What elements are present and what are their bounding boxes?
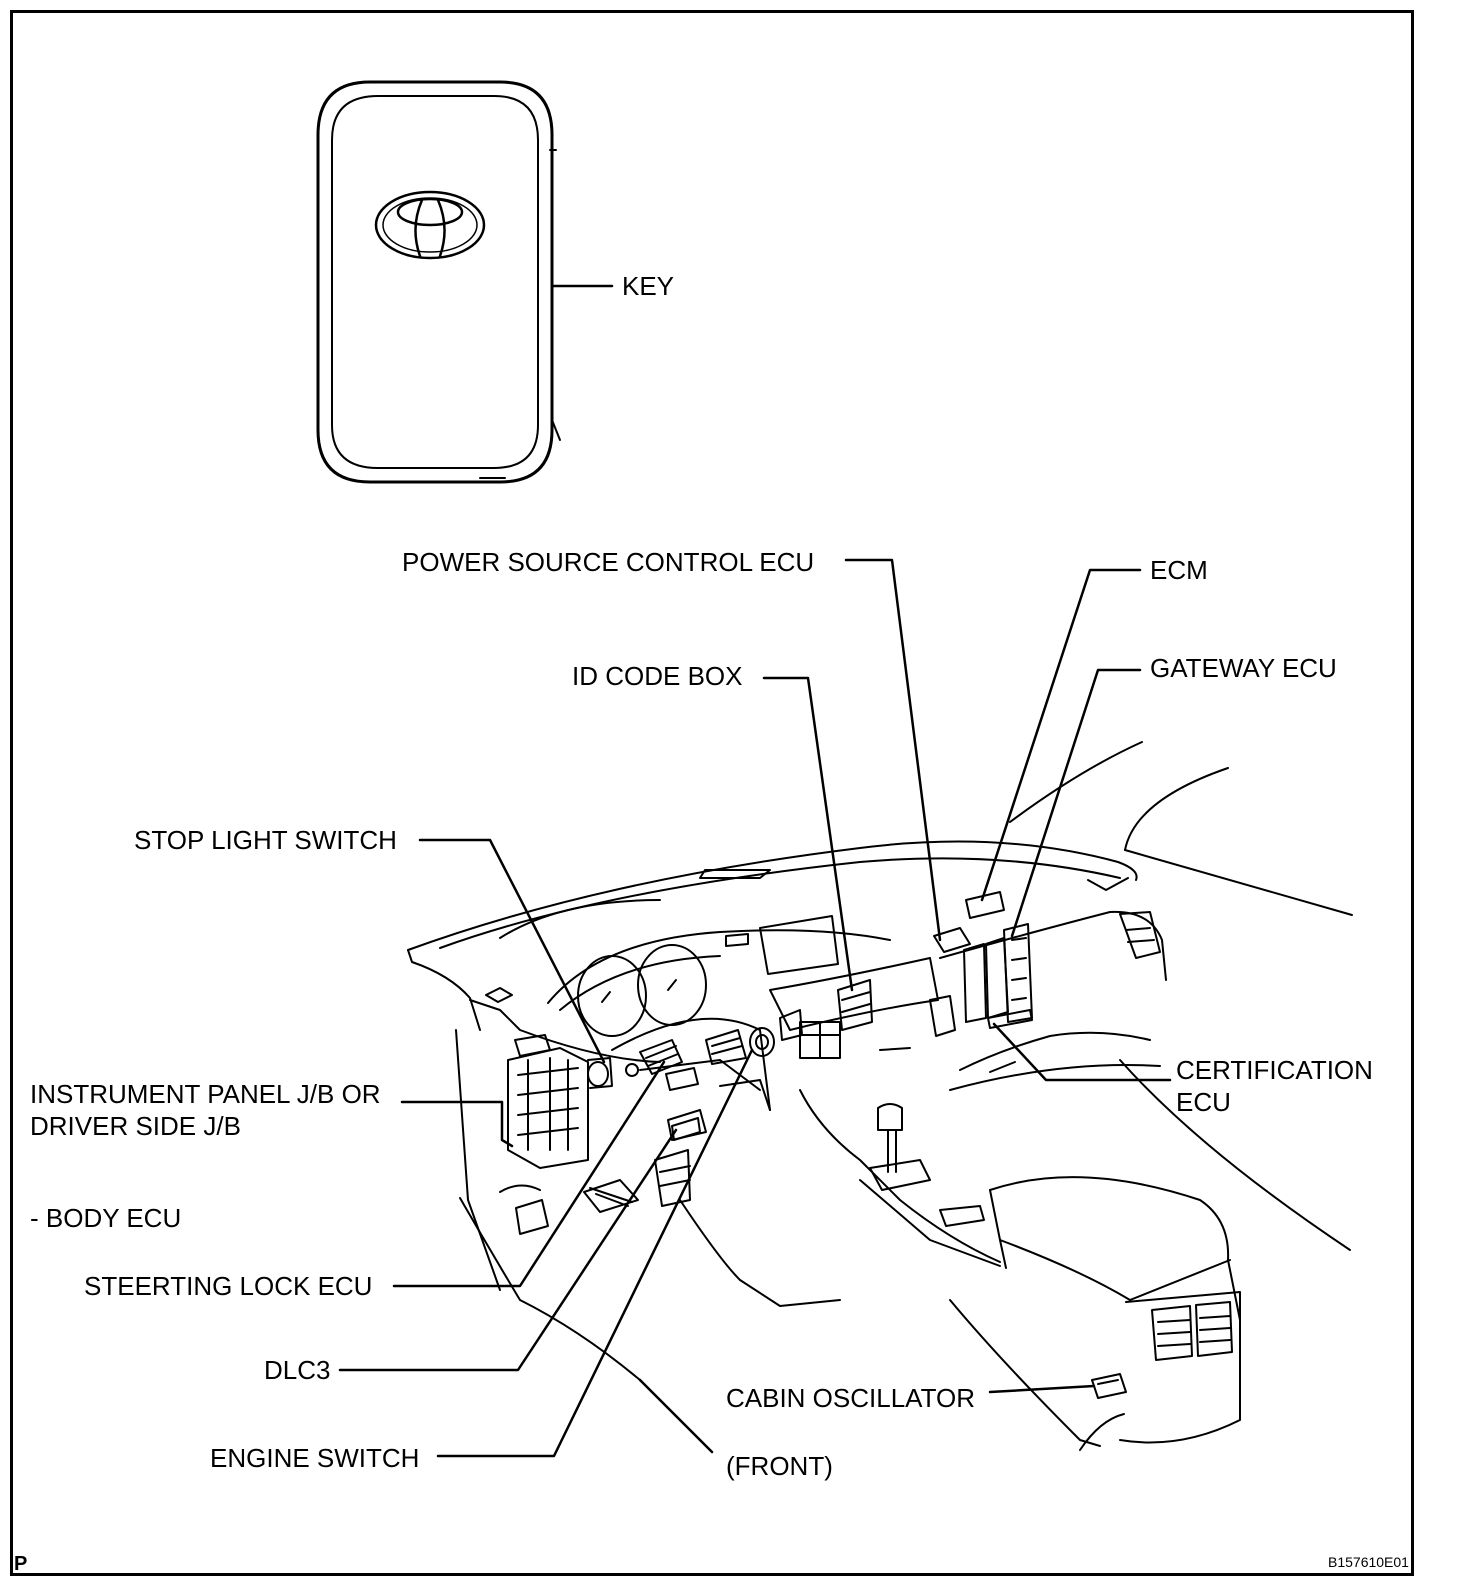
vehicle-interior-sketch [407, 741, 1353, 1451]
engine-switch [705, 1029, 747, 1065]
id-code-box [837, 979, 873, 1031]
label-dlc3: DLC3 [264, 1355, 331, 1385]
label-gateway-ecu: GATEWAY ECU [1150, 653, 1337, 683]
cabin-oscillator [1091, 1373, 1127, 1399]
label-cabin-oscillator: CABIN OSCILLATOR [726, 1383, 975, 1413]
toyota-logo-icon [374, 190, 486, 260]
label-engine-switch: ENGINE SWITCH [210, 1443, 420, 1473]
label-instrument-panel-jb-line1: INSTRUMENT PANEL J/B OR [30, 1079, 381, 1109]
label-ecm: ECM [1150, 555, 1208, 585]
leader-lines [338, 284, 1172, 1458]
label-instrument-panel-jb-line2: DRIVER SIDE J/B [30, 1111, 241, 1141]
label-key: KEY [622, 271, 675, 301]
power-source-control-ecu [933, 927, 971, 953]
figure-code: B157610E01 [1328, 1554, 1409, 1570]
components [507, 891, 1127, 1399]
label-certification-ecu-line1: CERTIFICATION [1176, 1055, 1373, 1085]
label-steering-lock-ecu: STEERTING LOCK ECU [84, 1271, 373, 1301]
stop-light-switch [587, 1061, 609, 1087]
label-stop-light-switch: STOP LIGHT SWITCH [134, 825, 397, 855]
ecm [965, 891, 1005, 919]
label-id-code-box: ID CODE BOX [572, 661, 743, 691]
label-front: (FRONT) [726, 1451, 833, 1481]
smart-key-fob [316, 80, 561, 484]
instrument-panel-jb [507, 1047, 589, 1169]
label-power-source-control-ecu: POWER SOURCE CONTROL ECU [402, 547, 815, 577]
label-body-ecu: - BODY ECU [30, 1203, 182, 1233]
diagram-frame [10, 10, 1414, 1576]
certification-ecu [987, 1009, 1033, 1029]
label-certification-ecu-line2: ECU [1176, 1087, 1231, 1117]
corner-mark: P [14, 1553, 28, 1575]
